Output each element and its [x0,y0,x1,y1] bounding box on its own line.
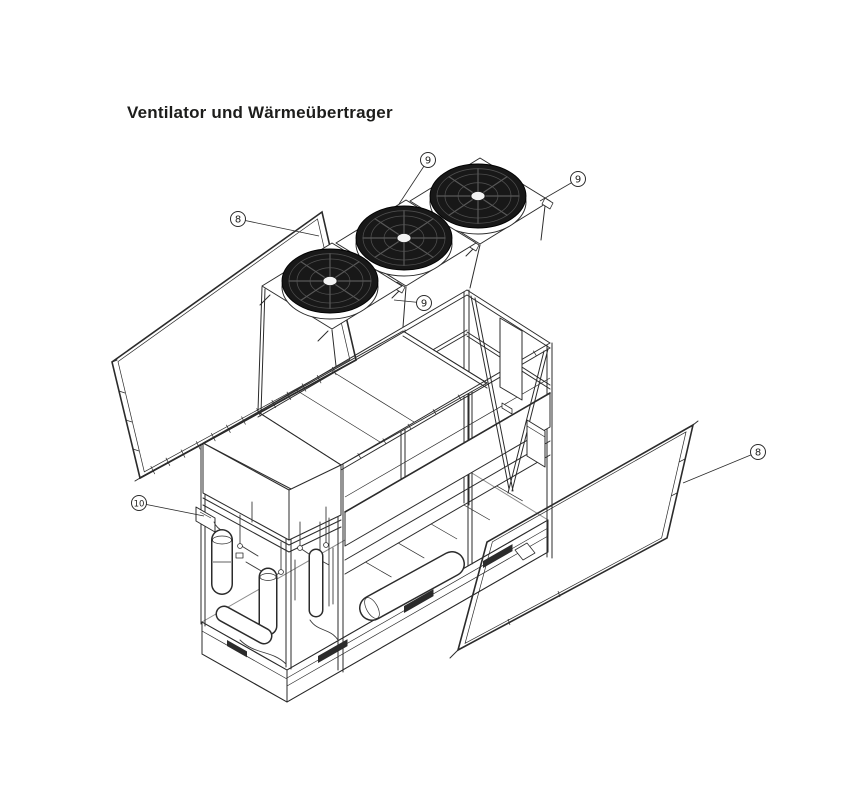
fan-assembly-3 [407,157,551,257]
junction-box [526,419,546,468]
callout-number: 8 [235,214,241,225]
callout-number: 8 [755,447,761,458]
callout-9: 9 [393,295,432,311]
callout-balloon [420,152,436,168]
fan-hub [470,191,486,201]
coil-bank [344,377,551,578]
top-frame [202,289,551,497]
callout-balloon [570,171,586,187]
refrigerant-piping [211,501,339,665]
callout-leader-line [138,502,205,517]
right-coil-guard-panel [449,420,699,659]
fan-deck [257,157,554,414]
callout-balloon [416,295,432,311]
callout-balloon [750,444,766,460]
callout-leader-line [682,451,759,484]
callout-number: 9 [575,174,581,185]
deck-legs [331,205,546,367]
callout-number: 9 [421,298,427,309]
deck-bracket [541,197,554,210]
callout-9: 9 [398,152,436,205]
callout-leader-line [237,218,320,237]
callout-number: 10 [134,499,145,509]
callout-balloon [230,211,246,227]
callout-9: 9 [539,171,586,202]
fan-hub [396,233,412,243]
callout-10: 10 [131,495,205,517]
callout-layer: 9 9 8 9 8 10 [131,152,766,517]
deck-leg [257,286,266,414]
callout-number: 9 [425,155,431,166]
fan-assembly-1 [259,242,403,342]
callout-leader-line [398,159,429,205]
callout-balloon [131,495,147,511]
callout-8: 8 [230,211,320,237]
compressor-module [195,442,342,665]
callout-8: 8 [682,444,766,484]
unit-frame [195,289,553,703]
header-pipe [359,551,465,621]
right-end-braces [466,295,551,494]
page-title: Ventilator und Wärmeübertrager [127,103,393,122]
fan-hub [322,276,338,286]
